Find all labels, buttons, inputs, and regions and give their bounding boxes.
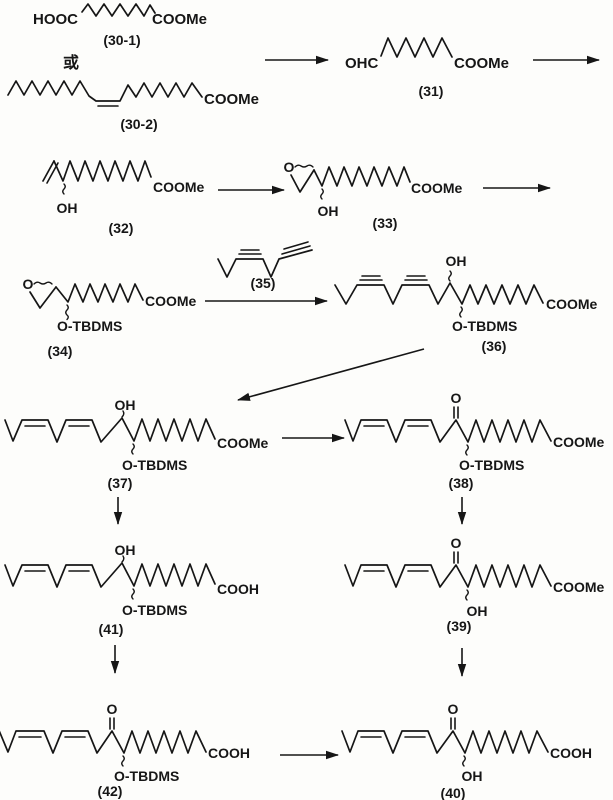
- triple-bond-line: [283, 241, 309, 250]
- structure-37: OH O-TBDMS COOMe (37): [4, 397, 269, 491]
- ketone-oxygen-label: O: [448, 701, 459, 717]
- carbon-chain: [217, 249, 313, 278]
- hydroxyl-label: OH: [462, 768, 483, 784]
- acid-label: COOH: [208, 745, 250, 761]
- ester-label: COOMe: [153, 179, 205, 195]
- triple-bond-line: [281, 245, 311, 255]
- carbon-chain: [53, 160, 152, 182]
- epoxide-wavy-bond: [33, 281, 53, 285]
- stereo-wavy-bond: [448, 270, 452, 282]
- reaction-arrow-6-diagonal: [237, 348, 425, 401]
- structure-35: (35): [217, 241, 313, 291]
- carbon-chain: [55, 283, 144, 303]
- ester-label: COOMe: [546, 296, 598, 312]
- stereo-wavy-bond: [62, 183, 66, 195]
- stereo-wavy-bond: [121, 755, 125, 767]
- stereo-wavy-bond: [131, 588, 135, 600]
- stereo-wavy-bond: [121, 410, 125, 418]
- stereo-wavy-bond: [131, 443, 135, 455]
- compound-number: (34): [48, 343, 73, 359]
- epoxide-oxygen-label: O: [284, 159, 295, 175]
- stereo-wavy-bond: [465, 444, 469, 456]
- silyl-ether-label: O-TBDMS: [122, 457, 187, 473]
- acid-label: COOH: [217, 581, 259, 597]
- ester-label: COOMe: [411, 180, 463, 196]
- or-character: 或: [63, 53, 79, 72]
- silyl-ether-label: O-TBDMS: [114, 768, 179, 784]
- ester-label: COOMe: [145, 293, 197, 309]
- stereo-wavy-bond: [462, 755, 466, 767]
- carbon-chain: [380, 37, 453, 58]
- carbon-chain: [81, 3, 156, 17]
- hydroxyl-label: OH: [318, 203, 339, 219]
- hydroxyl-label: OH: [57, 200, 78, 216]
- structure-34: O O-TBDMS COOMe (34): [23, 276, 197, 359]
- ester-label: COOMe: [152, 11, 207, 28]
- carbon-chain: [341, 730, 549, 754]
- structure-33: O OH COOMe (33): [284, 159, 463, 231]
- carbon-chain: [0, 730, 207, 754]
- stereo-wavy-bond: [459, 306, 463, 318]
- compound-number: (37): [108, 475, 133, 491]
- structure-30-2: COOMe (30-2): [7, 80, 259, 132]
- epoxide-wavy-bond: [294, 164, 314, 168]
- compound-number: (32): [109, 220, 134, 236]
- structure-40: O OH COOH (40): [341, 701, 592, 800]
- structure-36: OH O-TBDMS COOMe (36): [334, 253, 598, 354]
- ketone-oxygen-label: O: [107, 701, 118, 717]
- hydroxyl-label: OH: [446, 253, 467, 269]
- epoxide-oxygen-label: O: [23, 276, 34, 292]
- compound-number: (31): [419, 83, 444, 99]
- carboxyl-label: HOOC: [33, 11, 78, 28]
- ester-label: COOMe: [217, 435, 269, 451]
- compound-number: (38): [449, 475, 474, 491]
- structure-31: OHC COOMe (31): [345, 37, 509, 99]
- structure-30-1: HOOC COOMe (30-1): [33, 3, 207, 48]
- ester-label: COOMe: [454, 55, 509, 72]
- compound-number: (30-1): [103, 32, 140, 48]
- carbon-chain: [334, 282, 544, 305]
- structure-38: O O-TBDMS COOMe (38): [344, 390, 605, 491]
- structure-39: O OH COOMe (39): [344, 535, 605, 634]
- ester-label: COOMe: [553, 579, 605, 595]
- compound-number: (41): [99, 621, 124, 637]
- structure-42: O O-TBDMS COOH (42): [0, 701, 250, 799]
- structure-41: OH O-TBDMS COOH (41): [4, 542, 259, 637]
- compound-number: (39): [447, 618, 472, 634]
- silyl-ether-label: O-TBDMS: [452, 318, 517, 334]
- compound-number: (35): [251, 275, 276, 291]
- compound-number: (40): [441, 785, 466, 800]
- carbon-chain: [344, 419, 552, 443]
- hydroxyl-label: OH: [115, 542, 136, 558]
- hydroxyl-label: OH: [115, 397, 136, 413]
- epoxide-ring: [29, 286, 57, 309]
- epoxide-ring: [290, 169, 315, 193]
- carbon-chain: [344, 564, 552, 588]
- vinyl-bond: [42, 160, 55, 182]
- compound-number: (30-2): [120, 116, 157, 132]
- carbon-chain: [4, 562, 216, 588]
- hydroxyl-label: OH: [467, 603, 488, 619]
- structure-32: OH COOMe (32): [42, 160, 205, 236]
- acid-label: COOH: [550, 745, 592, 761]
- ketone-oxygen-label: O: [451, 535, 462, 551]
- ester-label: COOMe: [553, 434, 605, 450]
- ester-label: COOMe: [204, 91, 259, 108]
- carbon-chain: [313, 166, 411, 187]
- stereo-wavy-bond: [121, 555, 125, 563]
- stereo-wavy-bond: [465, 589, 469, 601]
- stereo-wavy-bond: [65, 304, 69, 321]
- compound-number: (42): [98, 783, 123, 799]
- compound-number: (36): [482, 338, 507, 354]
- silyl-ether-label: O-TBDMS: [122, 602, 187, 618]
- silyl-ether-label: O-TBDMS: [459, 457, 524, 473]
- silyl-ether-label: O-TBDMS: [57, 318, 122, 334]
- aldehyde-label: OHC: [345, 55, 379, 72]
- carbon-chain: [4, 417, 216, 443]
- ketone-oxygen-label: O: [451, 390, 462, 406]
- compound-number: (33): [373, 215, 398, 231]
- carbon-chain: [7, 80, 203, 102]
- stereo-wavy-bond: [320, 188, 324, 200]
